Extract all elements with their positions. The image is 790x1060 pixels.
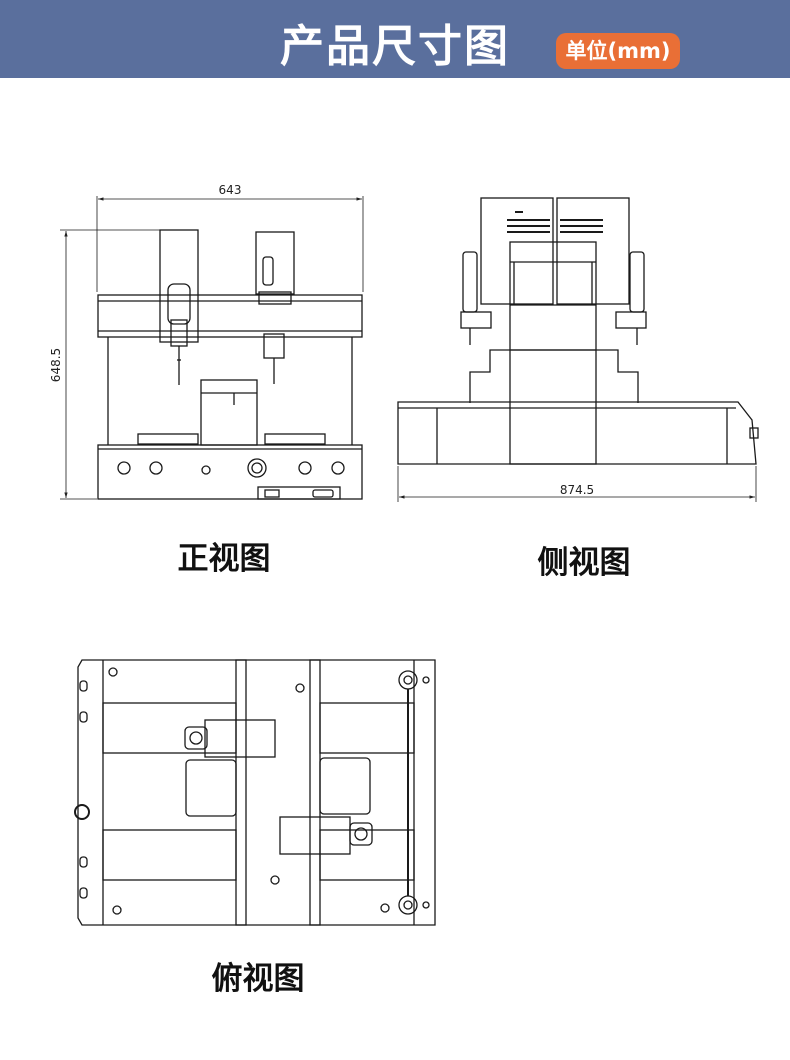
front-view-caption: 正视图 — [177, 541, 271, 577]
unit-badge: 单位(mm) — [556, 33, 680, 69]
page-title: 产品尺寸图 — [280, 21, 510, 72]
top-view-caption: 俯视图 — [211, 961, 305, 997]
front-width-label: 643 — [219, 183, 242, 197]
side-view-caption: 侧视图 — [537, 545, 631, 581]
side-view-drawing — [397, 197, 759, 502]
top-view-drawing — [74, 659, 436, 926]
front-height-dimension — [60, 229, 160, 500]
header-banner: 产品尺寸图 单位(mm) — [0, 0, 790, 78]
side-width-dimension — [397, 466, 757, 502]
front-view-drawing — [60, 196, 364, 500]
front-height-label: 648.5 — [49, 348, 63, 382]
front-width-dimension — [96, 196, 364, 292]
side-width-label: 874.5 — [560, 483, 594, 497]
